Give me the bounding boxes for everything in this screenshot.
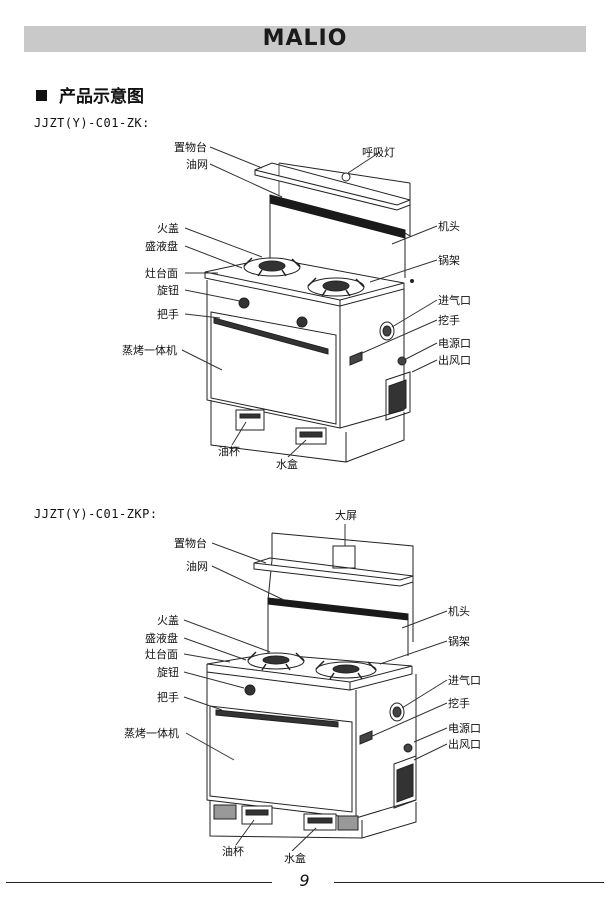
label-oil-net-1: 油网	[186, 158, 208, 171]
label-big-screen-2: 大屏	[335, 509, 357, 522]
label-stove-top-2: 灶台面	[145, 648, 178, 661]
label-stove-top-1: 灶台面	[145, 267, 178, 280]
header-bar: MALIO	[24, 26, 586, 52]
bullet-square-icon	[36, 90, 47, 101]
page-number: 9	[299, 871, 310, 890]
appliance-drawing-2	[206, 532, 417, 839]
label-steam-oven-1: 蒸烤一体机	[122, 344, 177, 357]
label-power-port-1: 电源口	[438, 337, 471, 350]
leader-lines-2	[183, 524, 448, 852]
label-oil-cup-2: 油杯	[222, 845, 244, 858]
appliance-drawing-1	[204, 162, 414, 463]
label-knob-1: 旋钮	[157, 284, 179, 297]
label-water-box-1: 水盒	[276, 458, 298, 471]
label-grip-1: 挖手	[438, 314, 460, 327]
section-title-text: 产品示意图	[59, 87, 144, 107]
label-handle-2: 把手	[157, 691, 179, 704]
label-knob-2: 旋钮	[157, 666, 179, 679]
section-title: 产品示意图	[36, 82, 144, 107]
label-oil-cup-1: 油杯	[218, 445, 240, 458]
label-pot-rack-1: 锅架	[438, 254, 460, 267]
label-drip-tray-2: 盛液盘	[145, 632, 178, 645]
label-water-box-2: 水盒	[284, 852, 306, 865]
label-machine-head-2: 机头	[448, 605, 470, 618]
label-shelf-2: 置物台	[174, 537, 207, 550]
label-air-inlet-2: 进气口	[448, 674, 481, 687]
label-breath-light-1: 呼吸灯	[362, 146, 395, 159]
label-handle-1: 把手	[157, 308, 179, 321]
label-air-inlet-1: 进气口	[438, 294, 471, 307]
model-1-label: JJZT(Y)-C01-ZK:	[34, 116, 150, 130]
label-oil-net-2: 油网	[186, 560, 208, 573]
label-drip-tray-1: 盛液盘	[145, 240, 178, 253]
label-air-outlet-2: 出风口	[448, 738, 481, 751]
label-power-port-2: 电源口	[448, 722, 481, 735]
brand-logo: MALIO	[262, 26, 348, 51]
label-grip-2: 挖手	[448, 697, 470, 710]
leader-lines-1	[181, 146, 438, 458]
label-shelf-1: 置物台	[174, 141, 207, 154]
footer-rule-right	[334, 882, 604, 883]
footer-rule-left	[6, 882, 272, 883]
label-fire-cover-2: 火盖	[157, 614, 179, 627]
label-air-outlet-1: 出风口	[438, 354, 471, 367]
label-pot-rack-2: 锅架	[448, 635, 470, 648]
model-2-label: JJZT(Y)-C01-ZKP:	[34, 507, 158, 521]
label-fire-cover-1: 火盖	[157, 222, 179, 235]
label-machine-head-1: 机头	[438, 220, 460, 233]
label-steam-oven-2: 蒸烤一体机	[124, 727, 179, 740]
